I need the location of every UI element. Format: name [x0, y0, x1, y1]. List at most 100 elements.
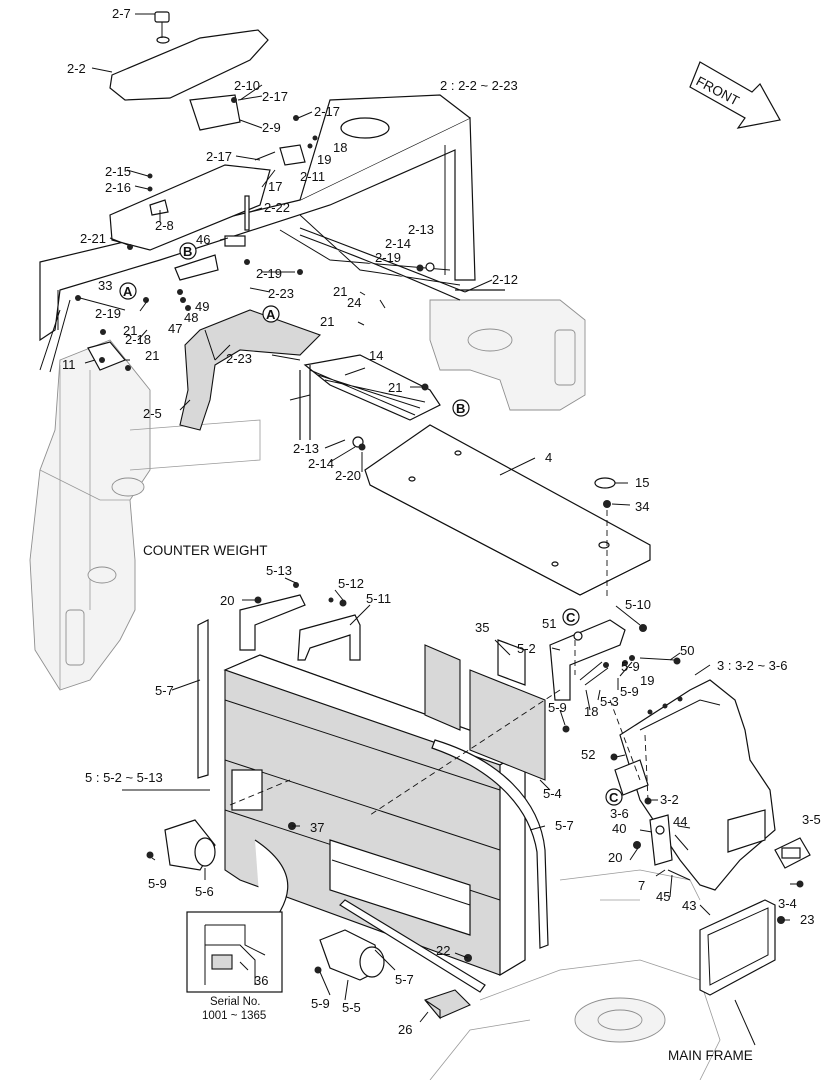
- serial-inset: Serial No. 1001 ~ 1365: [186, 839, 289, 1022]
- leader-lines: [79, 13, 798, 1046]
- callout-34: 34: [635, 499, 649, 514]
- callout-26: 26: [398, 1022, 412, 1037]
- duct-5-6: [146, 819, 296, 871]
- callout-18-b: 18: [584, 704, 598, 719]
- callout-2-10: 2-10: [234, 78, 260, 93]
- callout-50: 50: [680, 643, 694, 658]
- callout-20-a: 20: [220, 593, 234, 608]
- callout-2-13-b: 2-13: [293, 441, 319, 456]
- bracket-2-5: [179, 309, 322, 431]
- callout-19-a: 19: [317, 152, 331, 167]
- group-5-label: 5 : 5-2 ~ 5-13: [85, 770, 163, 785]
- links-5-3-50: [579, 655, 681, 686]
- callout-49: 49: [195, 299, 209, 314]
- callout-15: 15: [635, 475, 649, 490]
- callout-46: 46: [196, 232, 210, 247]
- dashed-connections: [229, 640, 649, 816]
- callout-2-12: 2-12: [492, 272, 518, 287]
- serial-label-line2: 1001 ~ 1365: [202, 1010, 266, 1022]
- callout-19-b: 19: [640, 673, 654, 688]
- top-small-parts: [75, 94, 435, 311]
- callout-48: 48: [184, 310, 198, 325]
- hose-and-pipes: [39, 227, 466, 373]
- group-3-label: 3 : 3-2 ~ 3-6: [717, 658, 787, 673]
- group-labels: 2 : 2-2 ~ 2-23 3 : 3-2 ~ 3-6 5 : 5-2 ~ 5…: [85, 78, 787, 785]
- callout-51: 51: [542, 616, 556, 631]
- callout-5-4: 5-4: [543, 786, 562, 801]
- callout-21-a: 21: [333, 284, 347, 299]
- callout-23: 23: [800, 912, 814, 927]
- counter-weight-outline: [29, 339, 261, 691]
- callout-labels: 2-7 2-2 2-10 2-17 2-9 2-17 19 18 2-17 2-…: [62, 6, 821, 1037]
- callout-36: 36: [254, 973, 268, 988]
- callout-2-7: 2-7: [112, 6, 131, 21]
- callout-5-9-d: 5-9: [311, 996, 330, 1011]
- callout-2-19-a: 2-19: [375, 250, 401, 265]
- side-cover-3: [619, 679, 776, 891]
- group-2-label: 2 : 2-2 ~ 2-23: [440, 78, 518, 93]
- cover-plate-4: [364, 424, 651, 596]
- callout-35: 35: [475, 620, 489, 635]
- ref-c-2: C: [609, 790, 619, 805]
- callout-44: 44: [673, 814, 687, 829]
- callout-3-6: 3-6: [610, 806, 629, 821]
- callout-33: 33: [98, 278, 112, 293]
- callout-2-14-b: 2-14: [308, 456, 334, 471]
- callout-5-9-c: 5-9: [148, 876, 167, 891]
- callout-5-11: 5-11: [366, 591, 391, 606]
- area-notes: COUNTER WEIGHT MAIN FRAME: [143, 543, 753, 1063]
- callout-5-9-b: 5-9: [620, 684, 639, 699]
- seal-strip-bottom-5-7: [339, 899, 486, 993]
- seal-strip-left-5-7: [197, 619, 209, 779]
- callout-2-22: 2-22: [264, 200, 290, 215]
- reference-markers: B A A B C C: [119, 242, 623, 806]
- callout-37: 37: [310, 820, 324, 835]
- callout-21-e: 21: [388, 380, 402, 395]
- plug-15-bolt-34: [594, 477, 616, 600]
- callout-2-14-a: 2-14: [385, 236, 411, 251]
- callout-2-2: 2-2: [67, 61, 86, 76]
- duct-5-5: [314, 929, 472, 981]
- callout-5-7-b: 5-7: [555, 818, 574, 833]
- callout-2-15: 2-15: [105, 164, 131, 179]
- callout-14: 14: [369, 348, 383, 363]
- serial-label-line1: Serial No.: [210, 996, 261, 1008]
- callout-5-3: 5-3: [600, 694, 619, 709]
- callout-21-d: 21: [145, 348, 159, 363]
- main-frame-outline: [429, 869, 721, 1080]
- main-frame-label: MAIN FRAME: [668, 1048, 753, 1063]
- callout-5-13: 5-13: [266, 563, 292, 578]
- callout-2-17-b: 2-17: [314, 104, 340, 119]
- callout-7: 7: [638, 878, 645, 893]
- callout-5-5: 5-5: [342, 1000, 361, 1015]
- callout-4: 4: [545, 450, 552, 465]
- callout-3-5: 3-5: [802, 812, 821, 827]
- callout-2-20: 2-20: [335, 468, 361, 483]
- callout-2-8: 2-8: [155, 218, 174, 233]
- callout-21-c: 21: [320, 314, 334, 329]
- callout-5-7-c: 5-7: [395, 972, 414, 987]
- callout-3-2: 3-2: [660, 792, 679, 807]
- ref-a-1: A: [123, 284, 133, 299]
- callout-3-4: 3-4: [778, 896, 797, 911]
- callout-2-18: 2-18: [125, 332, 151, 347]
- callout-2-9: 2-9: [262, 120, 281, 135]
- ref-c-1: C: [566, 610, 576, 625]
- latch-3-5: [774, 837, 811, 888]
- callout-17: 17: [268, 179, 282, 194]
- top-cover-2-2: [109, 11, 269, 101]
- callout-20-b: 20: [608, 850, 622, 865]
- ref-b-2: B: [456, 401, 465, 416]
- callout-24: 24: [347, 295, 361, 310]
- counter-weight-label: COUNTER WEIGHT: [143, 543, 268, 558]
- callout-5-9-a: 5-9: [548, 700, 567, 715]
- callout-2-19-b: 2-19: [256, 266, 282, 281]
- upper-brackets-5-11-5-13: [239, 582, 361, 661]
- frame-outline-right: [429, 299, 586, 411]
- seal-strip-right-5-7: [431, 739, 549, 949]
- latch-parts: [610, 753, 691, 881]
- callout-2-11: 2-11: [300, 169, 325, 184]
- callout-43: 43: [682, 898, 696, 913]
